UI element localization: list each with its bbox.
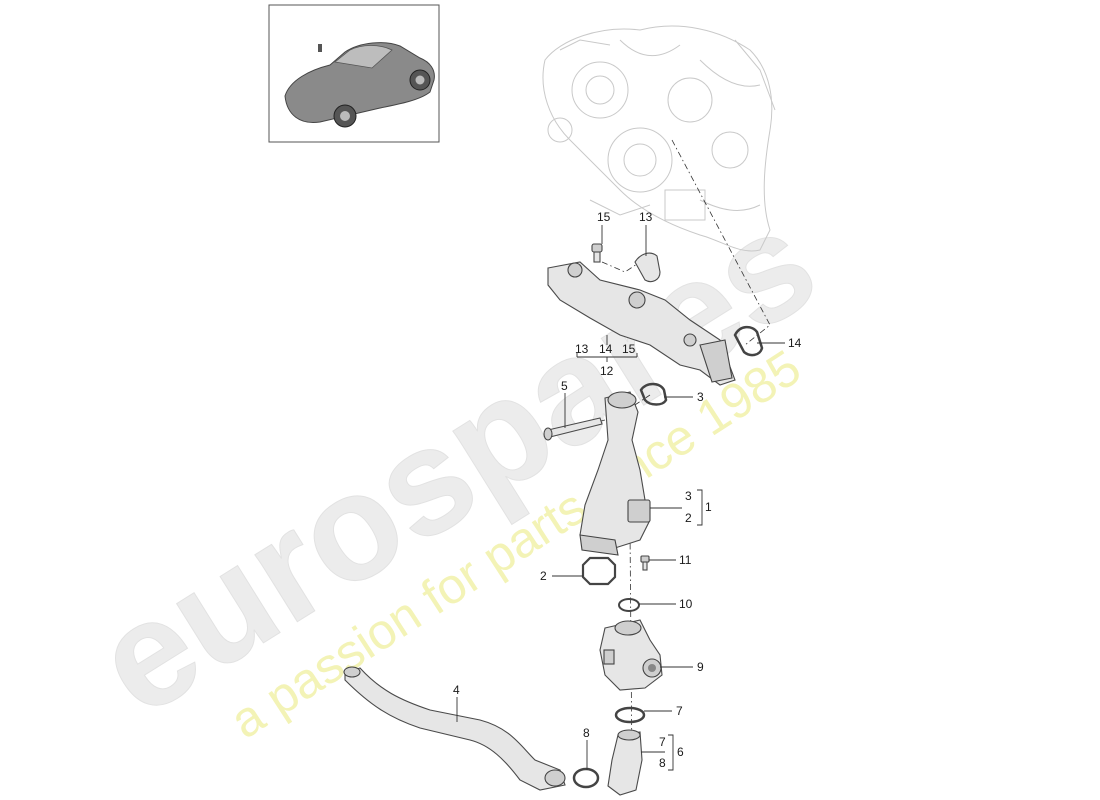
part-8-clamp <box>572 767 600 789</box>
callout-14: 14 <box>788 336 802 350</box>
callout-11: 11 <box>679 553 692 567</box>
callout-8: 8 <box>583 726 590 740</box>
callout-7: 7 <box>676 704 683 718</box>
part-6-hose <box>607 729 643 796</box>
part-10-o-ring <box>618 598 640 612</box>
callout-2-group: 2 <box>685 511 692 525</box>
callout-6: 6 <box>677 745 684 759</box>
part-12-coolant-manifold <box>547 261 736 386</box>
callout-1: 1 <box>705 500 712 514</box>
part-4-coolant-pipe <box>343 666 566 791</box>
watermark: eurospares a passion for parts since 198… <box>67 176 843 750</box>
watermark-brand: eurospares <box>68 176 843 747</box>
callout-15: 15 <box>597 210 611 224</box>
callout-13: 13 <box>639 210 653 224</box>
callout-labels: 15 13 14 13 14 15 12 5 3 3 2 1 2 11 10 9… <box>453 210 802 770</box>
part-2-gasket <box>581 556 617 586</box>
car-thumbnail-icon <box>268 4 440 143</box>
part-11-bolt <box>640 555 650 571</box>
callout-14-group: 14 <box>599 342 613 356</box>
part-14-gasket <box>733 325 764 357</box>
callout-15-group: 15 <box>622 342 636 356</box>
part-3-gasket <box>639 382 668 406</box>
leader-lines <box>456 225 785 771</box>
callout-10: 10 <box>679 597 693 611</box>
engine-illustration <box>542 25 776 252</box>
callout-12: 12 <box>600 364 614 378</box>
callout-3: 3 <box>697 390 704 404</box>
part-5-bolt <box>543 417 603 441</box>
callout-9: 9 <box>697 660 704 674</box>
part-1-coolant-housing <box>579 391 651 556</box>
callout-7-group: 7 <box>659 735 666 749</box>
part-15-bolt <box>591 243 603 263</box>
callout-3-group: 3 <box>685 489 692 503</box>
callout-5: 5 <box>561 379 568 393</box>
part-7-clamp <box>614 706 646 724</box>
part-9-thermostat-housing <box>599 619 663 691</box>
callout-2: 2 <box>540 569 547 583</box>
part-13-gasket <box>634 252 661 283</box>
callout-4: 4 <box>453 683 460 697</box>
callout-8-group: 8 <box>659 756 666 770</box>
callout-13-group: 13 <box>575 342 589 356</box>
